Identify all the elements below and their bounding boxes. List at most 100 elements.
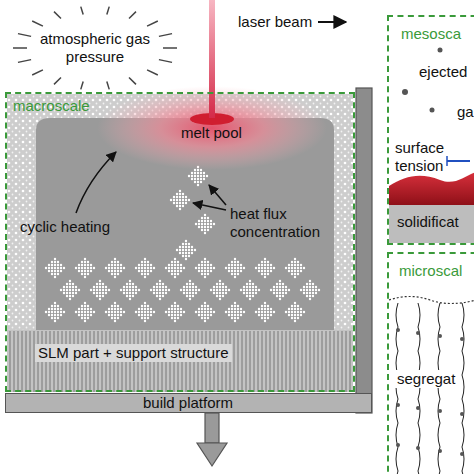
powder-dot	[153, 311, 155, 313]
powder-dot	[228, 289, 230, 291]
powder-dot	[111, 305, 113, 307]
powder-dot	[147, 305, 149, 307]
powder-dot	[201, 220, 203, 222]
powder-dot	[165, 286, 167, 288]
powder-dot	[228, 270, 230, 272]
powder-dot	[75, 286, 77, 288]
support-strut	[338, 331, 339, 392]
powder-dot	[54, 270, 56, 272]
powder-dot	[84, 276, 86, 278]
powder-dot	[138, 270, 140, 272]
powder-dot	[87, 270, 89, 272]
powder-dot	[285, 292, 287, 294]
powder-dot	[300, 314, 302, 316]
powder-dot	[231, 273, 233, 275]
powder-dot	[188, 249, 190, 251]
powder-dot	[201, 229, 203, 231]
powder-dot	[120, 308, 122, 310]
powder-dot	[185, 258, 187, 260]
powder-dot	[216, 292, 218, 294]
powder-dot	[108, 264, 110, 266]
powder-dot	[114, 320, 116, 322]
powder-dot	[194, 178, 196, 180]
pressure-ray	[32, 70, 43, 75]
powder-dot	[261, 267, 263, 269]
powder-dot	[159, 280, 161, 282]
powder-dot	[198, 314, 200, 316]
powder-dot	[185, 202, 187, 204]
powder-dot	[168, 264, 170, 266]
powder-dot	[63, 267, 65, 269]
powder-dot	[81, 311, 83, 313]
powder-dot	[81, 305, 83, 307]
powder-dot	[111, 311, 113, 313]
powder-dot	[191, 175, 193, 177]
powder-dot	[45, 311, 47, 313]
powder-dot	[204, 305, 206, 307]
powder-dot	[249, 298, 251, 300]
segregation-dot	[396, 443, 400, 447]
powder-dot	[84, 320, 86, 322]
region-title: macroscale	[13, 97, 90, 115]
powder-dot	[312, 295, 314, 297]
powder-dot	[237, 270, 239, 272]
support-strut	[238, 331, 239, 392]
powder-dot	[84, 305, 86, 307]
powder-dot	[225, 289, 227, 291]
powder-dot	[198, 226, 200, 228]
support-strut	[350, 331, 351, 392]
powder-dot	[297, 305, 299, 307]
support-strut	[302, 331, 303, 392]
powder-dot	[141, 305, 143, 307]
powder-dot	[66, 286, 68, 288]
powder-dot	[174, 258, 176, 260]
powder-dot	[156, 289, 158, 291]
support-strut	[298, 331, 299, 392]
powder-dot	[171, 317, 173, 319]
powder-dot	[201, 223, 203, 225]
powder-dot	[210, 226, 212, 228]
powder-dot	[204, 226, 206, 228]
powder-dot	[179, 208, 181, 210]
powder-dot	[201, 267, 203, 269]
powder-dot	[201, 317, 203, 319]
powder-dot	[191, 246, 193, 248]
pressure-ray	[129, 77, 136, 84]
part-label: SLM part + support structure	[35, 344, 232, 362]
powder-dot	[207, 229, 209, 231]
powder-dot	[273, 292, 275, 294]
powder-dot	[171, 308, 173, 310]
powder-dot	[147, 264, 149, 266]
powder-dot	[69, 286, 71, 288]
powder-dot	[111, 267, 113, 269]
powder-dot	[84, 302, 86, 304]
powder-dot	[81, 308, 83, 310]
powder-dot	[207, 217, 209, 219]
powder-dot	[117, 273, 119, 275]
powder-dot	[249, 292, 251, 294]
powder-dot	[198, 308, 200, 310]
powder-dot	[132, 283, 134, 285]
powder-dot	[246, 295, 248, 297]
powder-dot	[182, 246, 184, 248]
powder-dot	[176, 249, 178, 251]
powder-dot	[54, 267, 56, 269]
powder-dot	[237, 273, 239, 275]
powder-dot	[177, 317, 179, 319]
powder-dot	[261, 317, 263, 319]
meso-melt	[389, 172, 474, 205]
powder-dot	[267, 267, 269, 269]
powder-dot	[282, 289, 284, 291]
powder-dot	[201, 305, 203, 307]
powder-dot	[210, 223, 212, 225]
powder-dot	[264, 311, 266, 313]
powder-dot	[117, 270, 119, 272]
powder-dot	[288, 314, 290, 316]
powder-dot	[204, 261, 206, 263]
powder-dot	[87, 267, 89, 269]
powder-dot	[185, 249, 187, 251]
powder-dot	[264, 267, 266, 269]
powder-dot	[288, 289, 290, 291]
powder-dot	[114, 261, 116, 263]
powder-dot	[198, 220, 200, 222]
